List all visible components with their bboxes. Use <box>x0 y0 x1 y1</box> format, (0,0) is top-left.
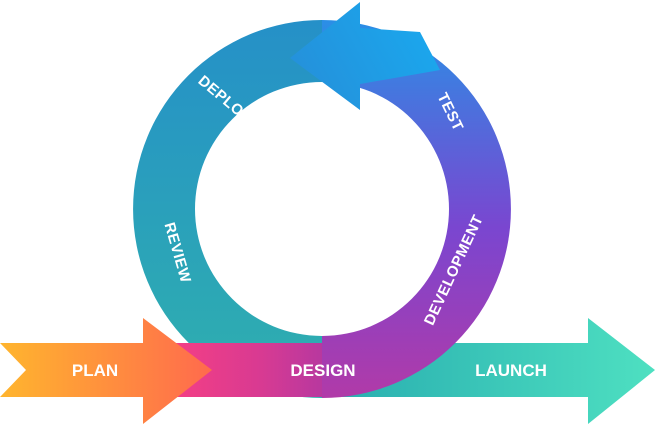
cycle-arrowhead <box>290 2 440 110</box>
design-band <box>170 343 322 397</box>
plan-arrow <box>0 318 212 424</box>
cycle-ring-left <box>133 20 322 398</box>
cycle-ring-right <box>322 20 511 398</box>
design-label: DESIGN <box>290 361 355 380</box>
plan-label: PLAN <box>72 361 118 380</box>
launch-label: LAUNCH <box>475 361 547 380</box>
